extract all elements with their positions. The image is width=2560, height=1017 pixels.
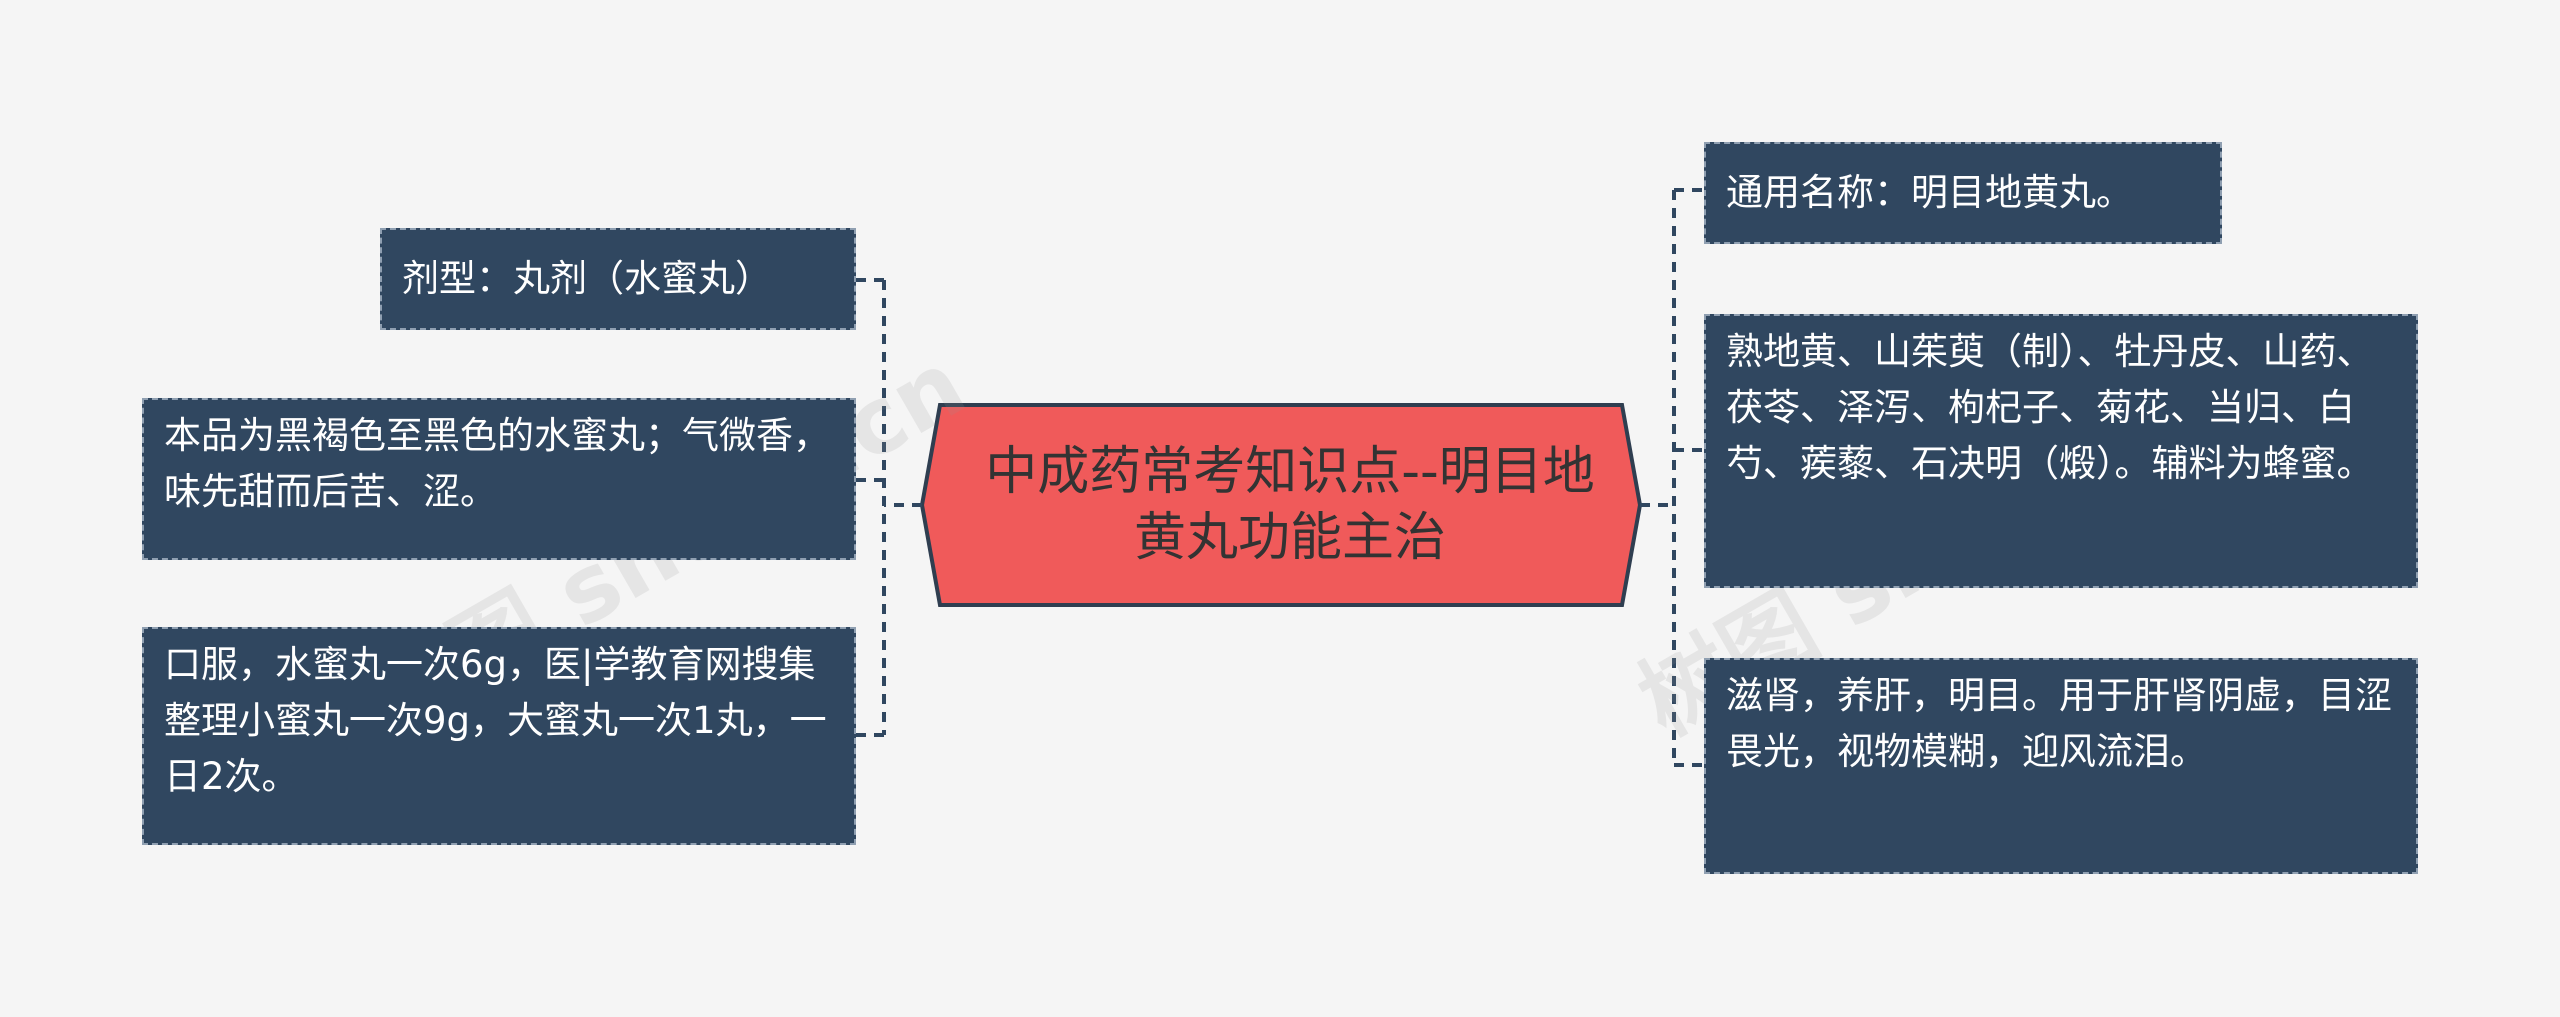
right-node-common-name-text: 通用名称：明目地黄丸。 (1726, 171, 2133, 214)
right-connector-group (1640, 188, 1704, 767)
right-node-common-name: 通用名称：明目地黄丸。 (1704, 142, 2222, 244)
left-connector-group (856, 278, 922, 737)
right-node-ingredients: 熟地黄、山茱萸（制）、牡丹皮、山药、茯苓、泽泻、枸杞子、菊花、当归、白芍、蒺藜、… (1704, 314, 2418, 588)
center-node-title: 中成药常考知识点--明目地黄丸功能主治 (985, 442, 1595, 568)
left-node-description-text: 本品为黑褐色至黑色的水蜜丸；气微香，味先甜而后苦、涩。 (164, 414, 830, 513)
right-node-indications: 滋肾，养肝，明目。用于肝肾阴虚，目涩畏光，视物模糊，迎风流泪。 (1704, 658, 2418, 874)
right-node-ingredients-text: 熟地黄、山茱萸（制）、牡丹皮、山药、茯苓、泽泻、枸杞子、菊花、当归、白芍、蒺藜、… (1726, 330, 2374, 485)
right-node-indications-text: 滋肾，养肝，明目。用于肝肾阴虚，目涩畏光，视物模糊，迎风流泪。 (1726, 674, 2392, 773)
left-node-usage-text: 口服，水蜜丸一次6g，医|学教育网搜集整理小蜜丸一次9g，大蜜丸一次1丸，一日2… (164, 643, 827, 798)
left-node-dosage-form-text: 剂型：丸剂（水蜜丸） (402, 257, 772, 300)
left-node-description: 本品为黑褐色至黑色的水蜜丸；气微香，味先甜而后苦、涩。 (142, 398, 856, 560)
left-node-usage: 口服，水蜜丸一次6g，医|学教育网搜集整理小蜜丸一次9g，大蜜丸一次1丸，一日2… (142, 627, 856, 845)
left-node-dosage-form: 剂型：丸剂（水蜜丸） (380, 228, 856, 330)
